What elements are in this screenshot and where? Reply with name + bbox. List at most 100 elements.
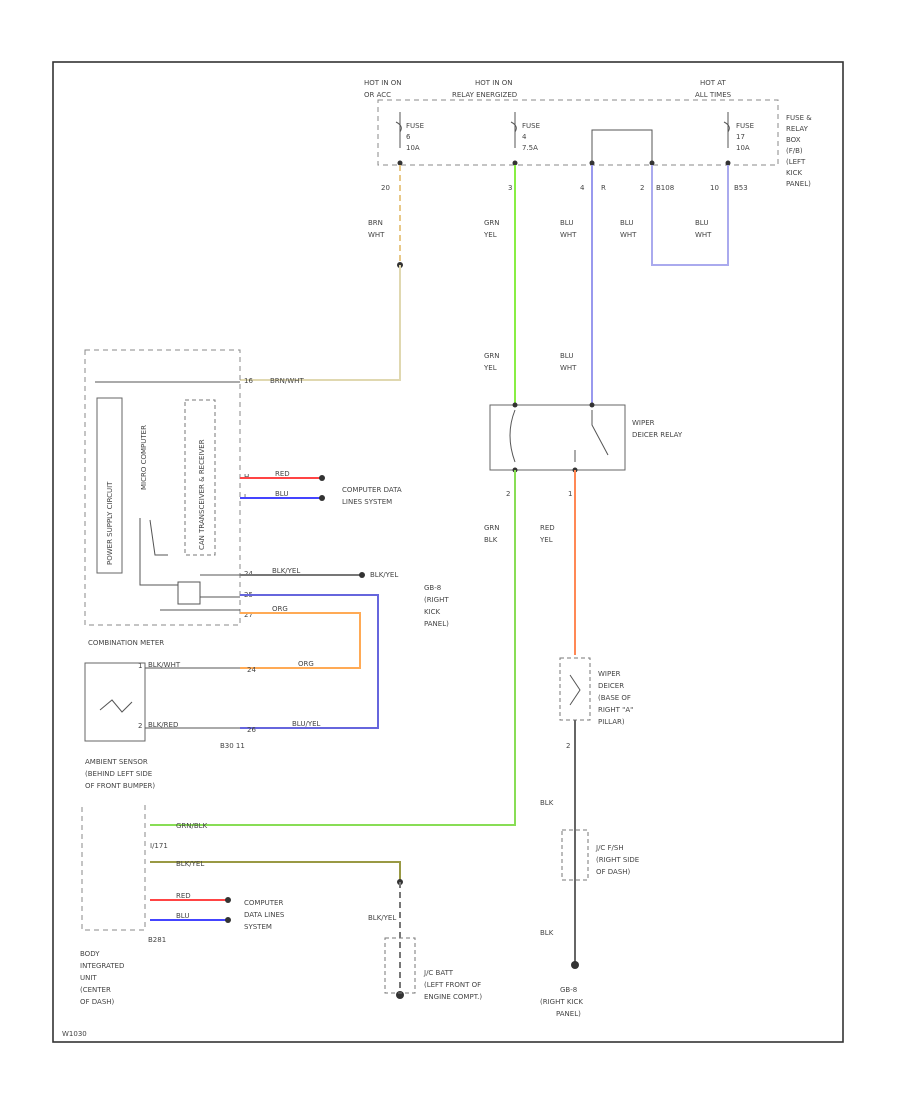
ambient-wire-blu-yel: BLU/YEL — [292, 720, 321, 728]
fuse-relay-box-outline — [377, 99, 779, 166]
ambient-wire-blk-wht: BLK/WHT — [148, 661, 181, 669]
svg-text:RIGHT "A": RIGHT "A" — [598, 706, 633, 714]
jc-f-sh — [561, 829, 589, 881]
svg-text:10A: 10A — [406, 144, 420, 152]
pin-b108: B108 — [656, 184, 674, 192]
cds2-label-2: DATA LINES — [244, 911, 285, 919]
svg-text:WHT: WHT — [368, 231, 385, 239]
supply-1-label: HOT IN ON — [364, 79, 402, 87]
combination-meter-outline — [84, 349, 241, 626]
svg-text:BOX: BOX — [786, 136, 801, 144]
pin-r: R — [601, 184, 606, 192]
svg-text:OF FRONT BUMPER): OF FRONT BUMPER) — [85, 782, 155, 790]
svg-text:INTEGRATED: INTEGRATED — [80, 962, 124, 970]
svg-text:BODY: BODY — [80, 950, 100, 958]
meter-wire-brn-wht: BRN/WHT — [270, 377, 304, 385]
ambient-wire-blk-red: BLK/RED — [148, 721, 178, 729]
ambient-connector: B30 11 — [220, 742, 245, 750]
pin-4: 4 — [580, 184, 585, 192]
svg-text:4: 4 — [522, 133, 527, 141]
svg-text:FUSE: FUSE — [522, 122, 540, 130]
ambient-sensor-label: AMBIENT SENSOR (BEHIND LEFT SIDE OF FRON… — [85, 758, 155, 790]
meter-pin-16: 16 — [244, 377, 253, 385]
cds2-label-3: SYSTEM — [244, 923, 272, 931]
svg-text:GRN: GRN — [484, 352, 500, 360]
svg-text:GB-8: GB-8 — [424, 584, 441, 592]
meter-wire-blu: BLU — [275, 490, 288, 498]
svg-text:DEICER: DEICER — [598, 682, 624, 690]
body-i171: I/171 — [150, 842, 168, 850]
svg-text:YEL: YEL — [483, 231, 497, 239]
meter-wire-org: ORG — [272, 605, 288, 613]
cds-label-1: COMPUTER DATA — [342, 486, 402, 494]
wire-grn-blk — [150, 470, 516, 826]
svg-text:PANEL): PANEL) — [786, 180, 811, 188]
fuse-17: FUSE 17 10A — [723, 112, 754, 152]
svg-text:PANEL): PANEL) — [424, 620, 449, 628]
svg-text:PANEL): PANEL) — [556, 1010, 581, 1018]
wire-label-blk-2: BLK — [540, 929, 554, 937]
jc-batt — [384, 937, 416, 994]
relay-coil — [509, 409, 516, 463]
pin-20: 20 — [381, 184, 390, 192]
wiper-deicer — [559, 657, 591, 721]
svg-text:J/C BATT: J/C BATT — [423, 969, 454, 977]
svg-text:(BEHIND LEFT SIDE: (BEHIND LEFT SIDE — [85, 770, 152, 778]
combination-meter-label: COMBINATION METER — [88, 639, 164, 647]
body-wire-grn-blk: GRN/BLK — [176, 822, 208, 830]
svg-text:10A: 10A — [736, 144, 750, 152]
gb8-meter-label: GB-8 (RIGHT KICK PANEL) — [424, 584, 449, 628]
ground-gb8 — [571, 961, 579, 969]
svg-text:OF DASH): OF DASH) — [80, 998, 115, 1006]
svg-text:RED: RED — [540, 524, 555, 532]
fuse-4: FUSE 4 7.5A — [510, 112, 540, 152]
svg-text:WHT: WHT — [620, 231, 637, 239]
footer-code: W1030 — [62, 1030, 87, 1038]
svg-text:FUSE: FUSE — [406, 122, 424, 130]
ambient-pin-24: 24 — [247, 666, 256, 674]
meter-pin-27: 27 — [244, 611, 253, 619]
cds2-label-1: COMPUTER — [244, 899, 283, 907]
svg-text:BLU: BLU — [695, 219, 708, 227]
wiper-deicer-relay — [489, 404, 626, 471]
body-wire-red-label: RED — [176, 892, 191, 900]
relay-label-2: DEICER RELAY — [632, 431, 683, 439]
micro-computer-label: MICRO COMPUTER — [140, 425, 148, 490]
wire-org — [240, 612, 361, 669]
svg-text:KICK: KICK — [424, 608, 441, 616]
pin-3: 3 — [508, 184, 512, 192]
wire-blu-wht-loop — [651, 165, 729, 266]
svg-text:GRN: GRN — [484, 524, 500, 532]
meter-wire-blk-yel: BLK/YEL — [272, 567, 300, 575]
svg-text:GB-8: GB-8 — [560, 986, 577, 994]
fuse-6: FUSE 6 10A — [395, 112, 424, 152]
svg-text:OF DASH): OF DASH) — [596, 868, 631, 876]
svg-text:RELAY: RELAY — [786, 125, 809, 133]
wire-blu-yel — [240, 594, 379, 729]
svg-text:FUSE &: FUSE & — [786, 114, 812, 122]
can-transceiver — [184, 399, 216, 556]
wire-brn-wht — [240, 265, 401, 381]
meter-switch — [177, 581, 201, 605]
ambient-pin-1: 1 — [138, 662, 142, 670]
wire-label-blu-wht-mid: BLU WHT — [560, 352, 577, 372]
svg-text:WHT: WHT — [560, 364, 577, 372]
fuse-relay-box-label: FUSE & RELAY BOX (F/B) (LEFT KICK PANEL) — [786, 114, 812, 188]
svg-text:WIPER: WIPER — [598, 670, 621, 678]
svg-text:KICK: KICK — [786, 169, 803, 177]
body-wire-blu-label: BLU — [176, 912, 189, 920]
supply-3-label: HOT AT — [700, 79, 727, 87]
svg-text:(F/B): (F/B) — [786, 147, 803, 155]
svg-text:ENGINE COMPT.): ENGINE COMPT.) — [424, 993, 482, 1001]
relay-pin-1: 1 — [568, 490, 572, 498]
ambient-pin-26: 26 — [247, 726, 256, 734]
svg-text:BLU: BLU — [560, 352, 573, 360]
wire-blk-yel-body — [150, 861, 401, 882]
ambient-sensor — [84, 662, 146, 742]
relay-switch — [574, 410, 609, 462]
wire-label-blk-yel-meter: BLK/YEL — [370, 571, 398, 579]
